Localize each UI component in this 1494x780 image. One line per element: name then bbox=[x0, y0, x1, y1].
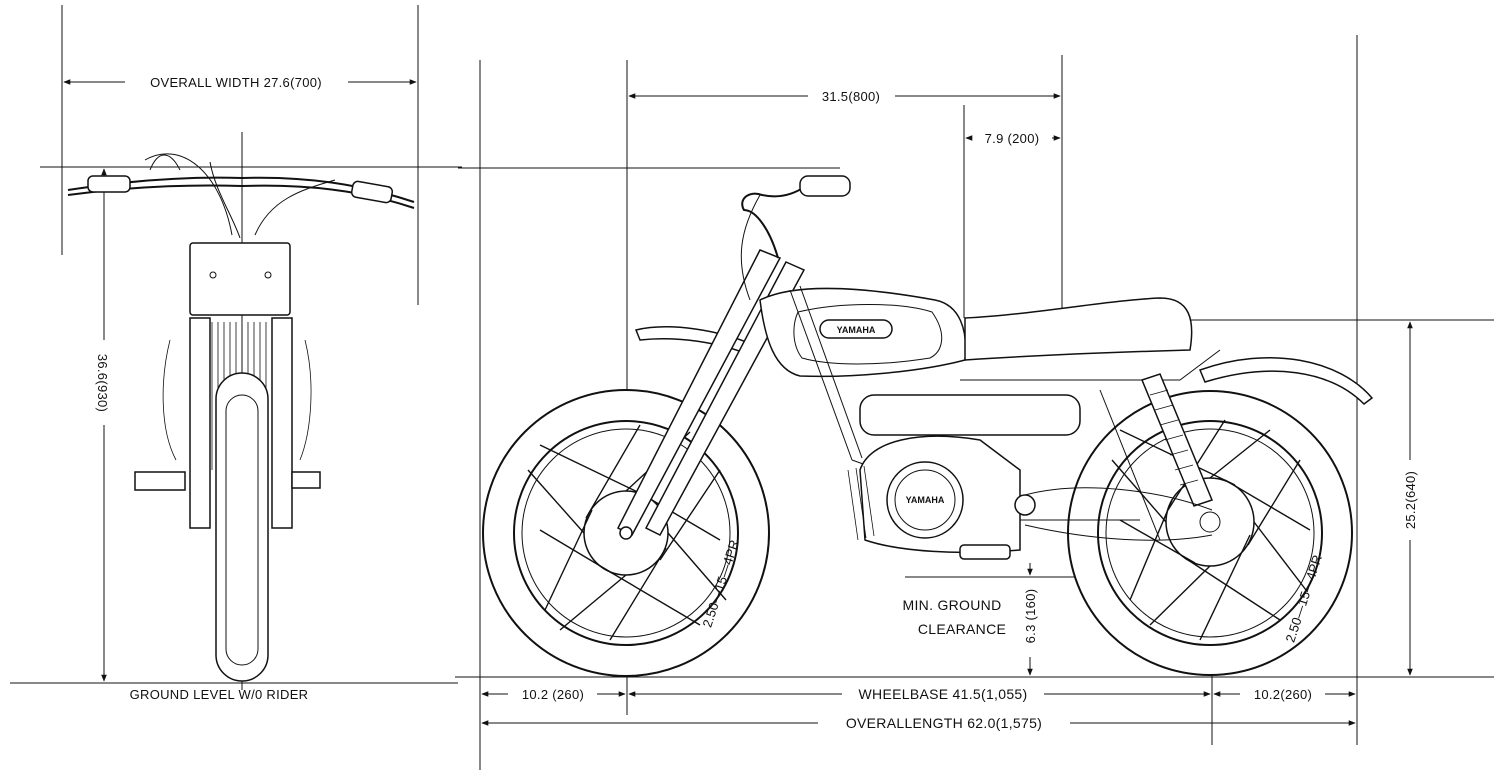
side-fork bbox=[616, 249, 806, 540]
rear-fender bbox=[1199, 356, 1374, 405]
fuel-tank: YAMAHA bbox=[759, 287, 967, 378]
front-tire bbox=[215, 372, 269, 682]
rear-overhang-dim: 10.2(260) bbox=[1254, 687, 1312, 702]
front-forks bbox=[162, 317, 312, 529]
right-footpeg bbox=[291, 471, 321, 489]
overall-length-dim: OVERALLENGTH 62.0(1,575) bbox=[846, 715, 1042, 731]
front-handlebar bbox=[67, 153, 415, 239]
ground-clearance-dim: 6.3 (160) bbox=[1023, 589, 1038, 644]
engine: YAMAHA bbox=[847, 435, 1021, 554]
front-view: OVERALL WIDTH 27.6(700) 36.6(930) GROUND… bbox=[10, 5, 462, 702]
tank-badge-text: YAMAHA bbox=[837, 325, 876, 335]
rear-shock bbox=[1140, 373, 1214, 507]
side-handlebar bbox=[740, 175, 851, 301]
front-number-plate bbox=[189, 242, 291, 316]
seat bbox=[964, 297, 1193, 361]
ground-clearance-label-1: MIN. GROUND bbox=[903, 597, 1002, 613]
front-overhang-dim: 10.2 (260) bbox=[522, 687, 584, 702]
overall-width-label: OVERALL WIDTH 27.6(700) bbox=[150, 75, 322, 90]
left-footpeg bbox=[134, 471, 186, 491]
seat-height-dim: 25.2(640) bbox=[1403, 471, 1418, 529]
side-view: 31.5(800) 7.9 (200) 25.2(640) 6.3 (160) … bbox=[455, 35, 1494, 770]
rear-wheel: 2.50—15—4PR bbox=[1067, 390, 1353, 676]
engine-badge-text: YAMAHA bbox=[906, 495, 945, 505]
seat-offset-dim: 7.9 (200) bbox=[985, 131, 1040, 146]
chain bbox=[1024, 487, 1213, 541]
wheelbase-dim: WHEELBASE 41.5(1,055) bbox=[859, 686, 1028, 702]
ground-level-label: GROUND LEVEL W/0 RIDER bbox=[130, 687, 309, 702]
overall-height-label: 36.6(930) bbox=[95, 354, 110, 412]
handlebar-seat-dim: 31.5(800) bbox=[822, 89, 880, 104]
ground-clearance-label-2: CLEARANCE bbox=[918, 621, 1006, 637]
